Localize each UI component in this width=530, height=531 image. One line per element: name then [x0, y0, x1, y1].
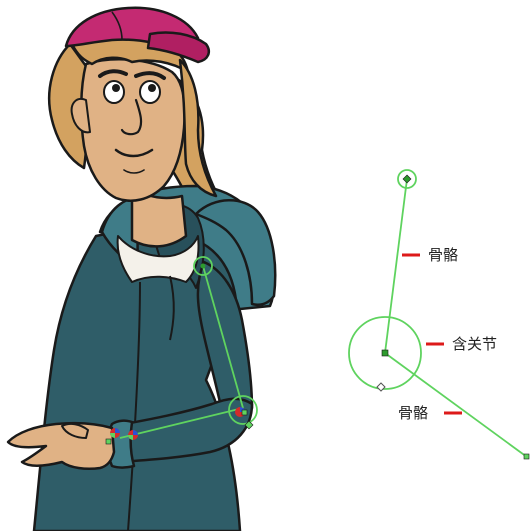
arm-bone-lower[interactable] [119, 407, 244, 439]
diagram-joint-circle[interactable] [348, 316, 422, 390]
elbow-joint-handle[interactable] [228, 395, 258, 425]
label-bone-upper: 骨骼 [428, 246, 459, 264]
diagram-bone-lower[interactable] [384, 352, 528, 458]
right-brow [134, 71, 166, 80]
diagram-top-joint-handle[interactable] [397, 169, 417, 189]
elbow-pivot-icon[interactable] [235, 407, 248, 417]
hood-right-flap [194, 199, 277, 306]
thumb [61, 422, 89, 439]
right-eye [139, 80, 161, 104]
left-eye [103, 80, 125, 104]
diagram-top-diamond[interactable] [402, 174, 412, 184]
elbow-diamond-node[interactable] [244, 420, 254, 430]
cap-seam [111, 11, 123, 41]
diagram-end-node[interactable] [523, 453, 530, 460]
rig-diagram [348, 169, 530, 460]
character-illustration [6, 6, 277, 531]
arm-rig-overlay [105, 256, 258, 445]
diagram-bone-upper[interactable] [384, 178, 408, 354]
shoulder-joint-handle[interactable] [193, 256, 213, 276]
nose [120, 98, 143, 136]
right-pupil [148, 84, 156, 92]
face [79, 58, 186, 202]
mouth [114, 148, 154, 158]
arm-bone-upper[interactable] [202, 265, 244, 409]
hair-right [178, 58, 218, 198]
cap-brim [146, 31, 210, 64]
label-bone-lower: 骨骼 [398, 404, 429, 422]
chin-line [123, 169, 145, 174]
hood-string [169, 275, 175, 341]
label-joint: 含关节 [452, 335, 498, 353]
ear [70, 98, 91, 134]
wrist-pivot-icon[interactable] [128, 430, 138, 440]
shoulder-joint-dot [200, 263, 206, 269]
pivot-handle-icon[interactable] [376, 382, 386, 392]
left-pupil [112, 84, 120, 92]
hand [6, 421, 116, 470]
hand-pivot-icon[interactable] [110, 428, 120, 438]
zipper-line [127, 281, 141, 531]
diagram-joint-node[interactable] [381, 349, 389, 357]
left-brow [98, 69, 128, 78]
shirt-collar [116, 235, 200, 283]
hand-end-node[interactable] [105, 438, 112, 445]
